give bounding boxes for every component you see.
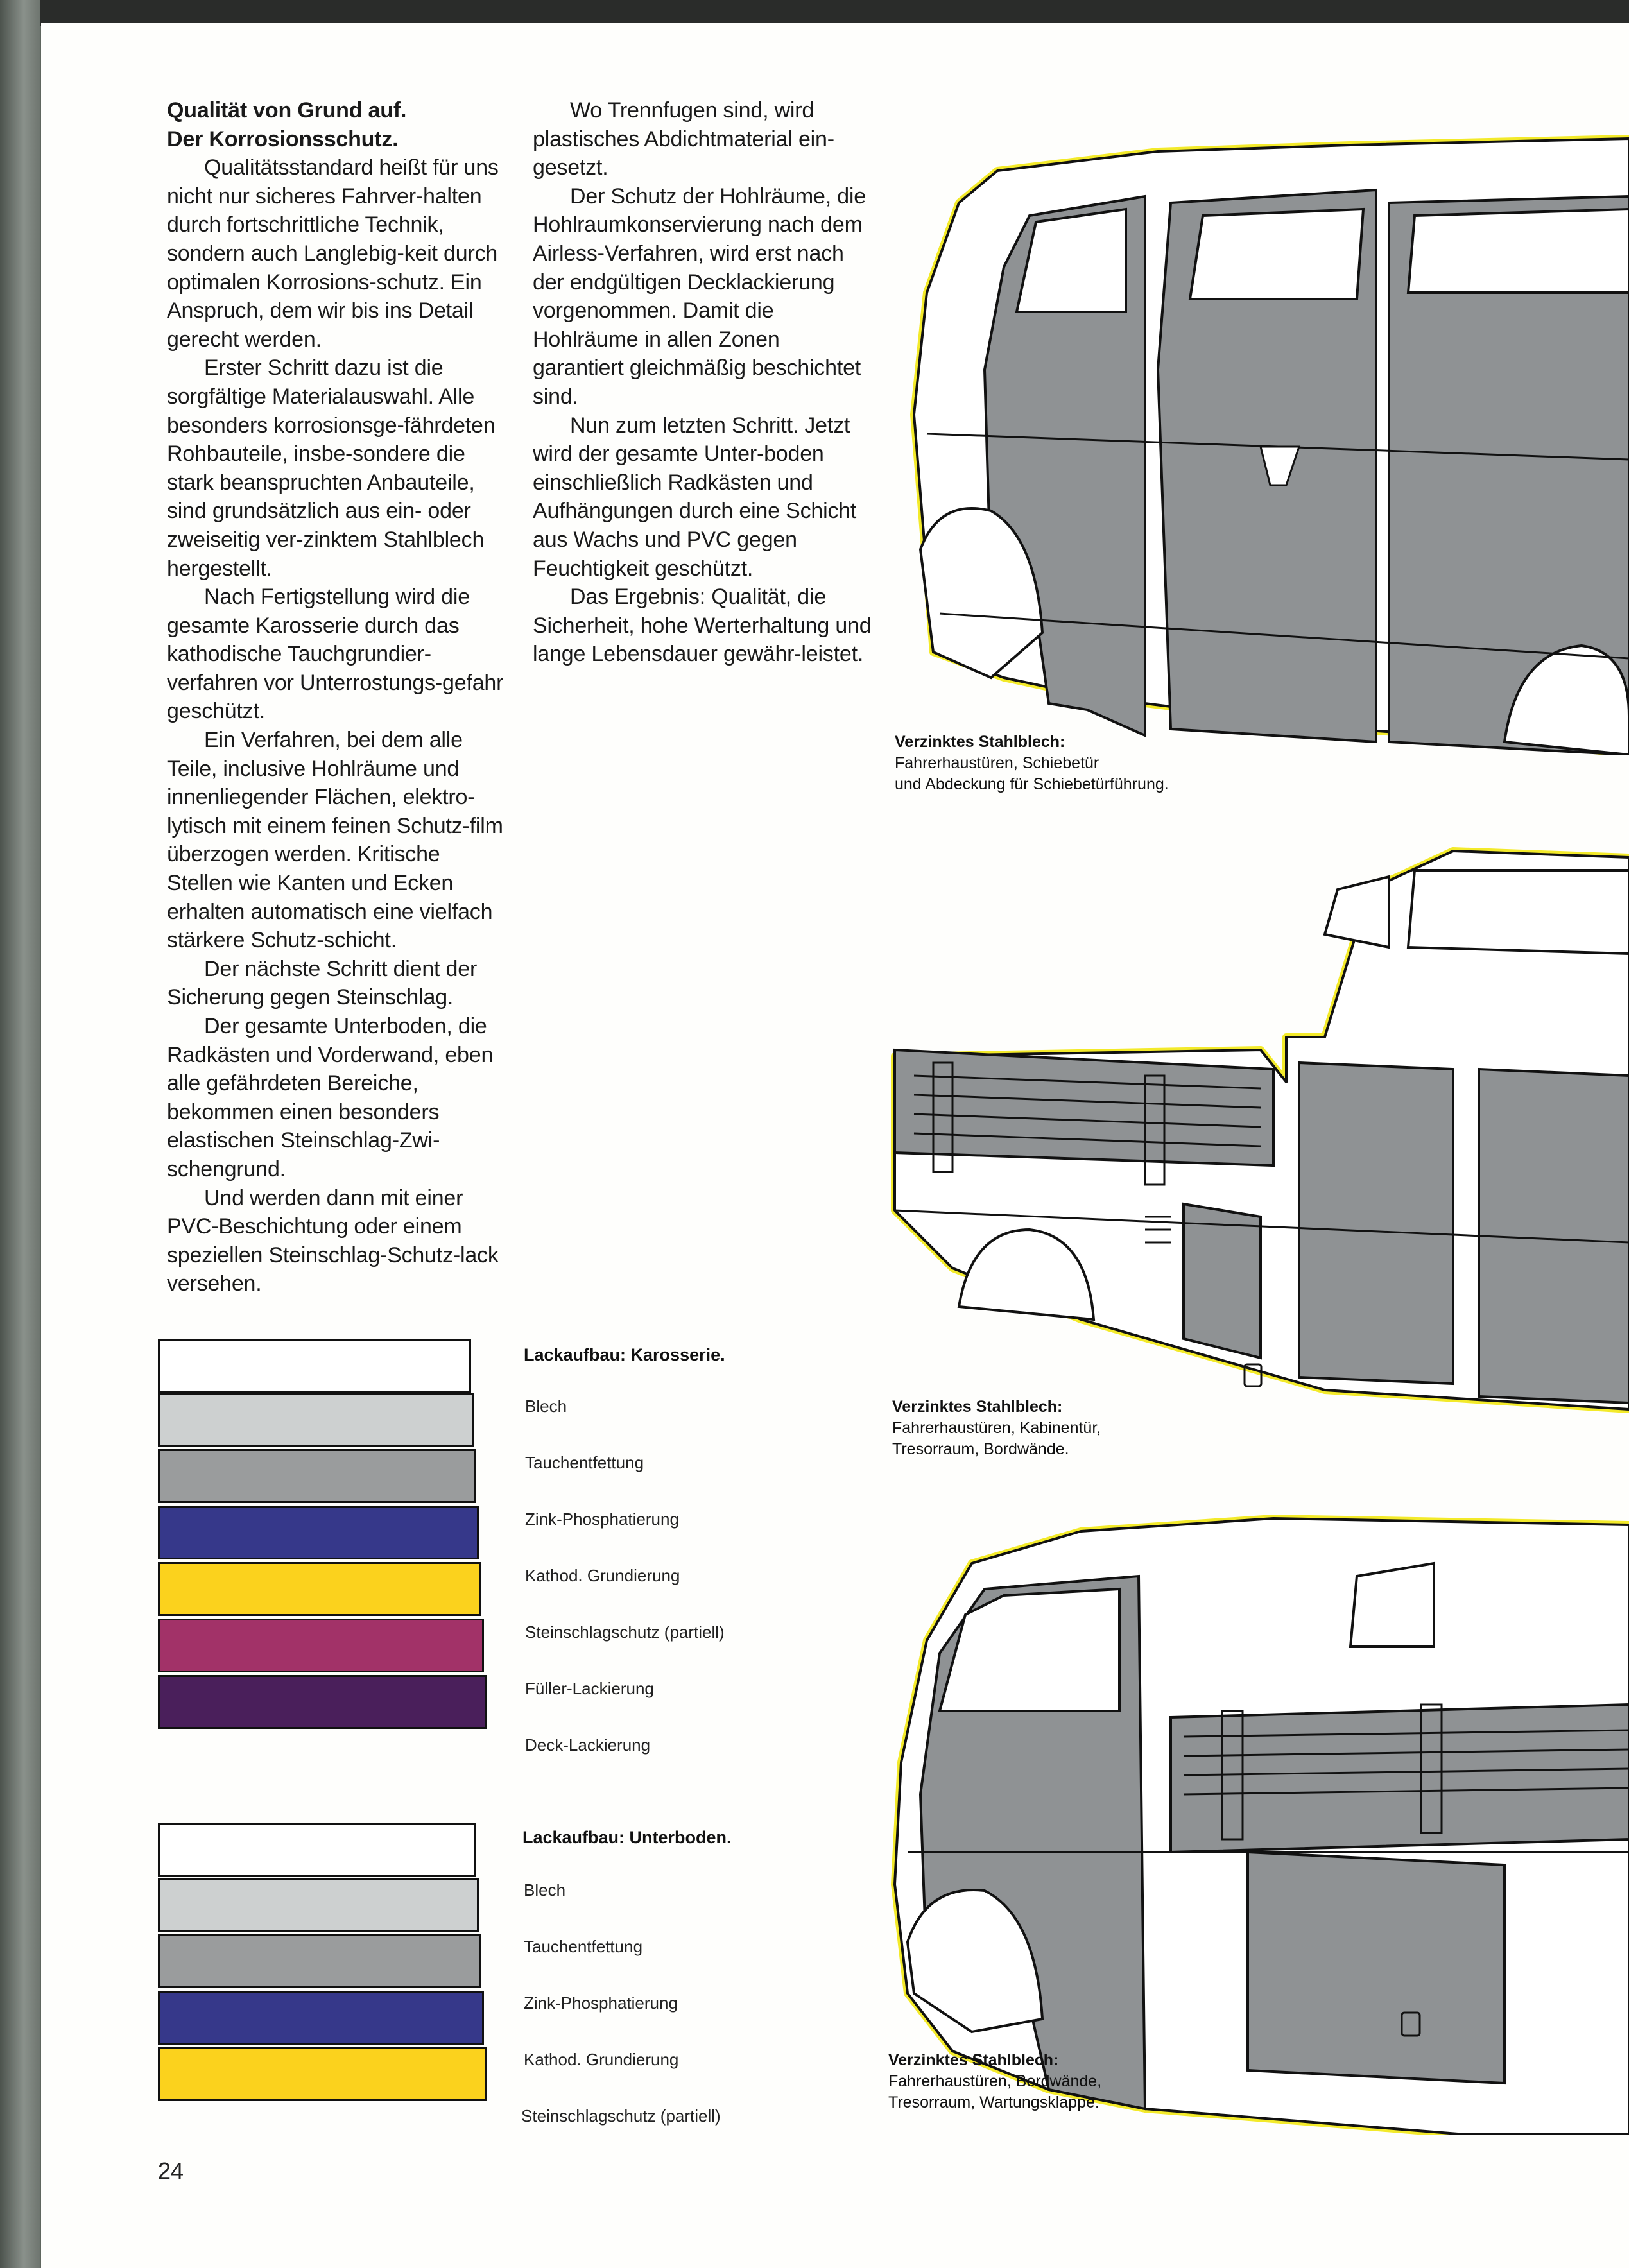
caption-line: und Abdeckung für Schiebetürführung.	[895, 775, 1169, 793]
caption-line: Fahrerhaustüren, Bordwände,	[888, 2072, 1102, 2090]
layer-label: Tauchentfettung	[525, 1453, 644, 1472]
paragraph: Und werden dann mit einer PVC-Beschichtu…	[167, 1185, 499, 1296]
layer-swatch-tauchentfettung	[158, 1393, 474, 1447]
layer-swatch-blech	[158, 1339, 471, 1393]
layer-swatch-steinschlagschutz	[158, 2047, 487, 2101]
text-column-1: Qualität von Grund auf. Der Korrosionssc…	[167, 96, 511, 1298]
paragraph: Der nächste Schritt dient der Sicherung …	[167, 956, 478, 1010]
text-column-2: Wo Trennfugen sind, wird plastisches Abd…	[533, 96, 875, 669]
layer-label: Steinschlagschutz (partiell)	[525, 1622, 725, 1642]
paragraph: Nach Fertigstellung wird die gesamte Kar…	[167, 585, 504, 724]
article-title-line1: Qualität von Grund auf.	[167, 98, 407, 123]
layer-label: Steinschlagschutz (partiell)	[521, 2106, 721, 2126]
caption-line: Fahrerhaustüren, Kabinentür,	[892, 1419, 1101, 1437]
figure-caption-3: Verzinktes Stahlblech: Fahrerhaustüren, …	[888, 2050, 1101, 2113]
layer-swatch-zink-phosphatierung	[158, 1449, 476, 1503]
layer-label: Kathod. Grundierung	[524, 2050, 679, 2069]
layer-swatch-steinschlagschutz	[158, 1562, 481, 1616]
caption-title: Verzinktes Stahlblech:	[895, 733, 1065, 751]
layer-swatch-kathod-grundierung	[158, 1991, 484, 2045]
layer-label: Zink-Phosphatierung	[524, 1993, 678, 2013]
layer-label: Kathod. Grundierung	[525, 1566, 680, 1585]
layer-swatch-blech	[158, 1823, 476, 1877]
caption-line: Tresorraum, Bordwände.	[892, 1440, 1069, 1458]
layer-swatch-deck-lackierung	[158, 1675, 487, 1729]
layer-swatch-fueller-lackierung	[158, 1619, 484, 1672]
double-cab-pickup-illustration	[891, 847, 1629, 1413]
layer-swatch-tauchentfettung	[158, 1878, 479, 1932]
paragraph: Wo Trennfugen sind, wird plastisches Abd…	[533, 98, 834, 180]
caption-line: Tresorraum, Wartungsklappe.	[888, 2093, 1099, 2111]
figure-caption-1: Verzinktes Stahlblech: Fahrerhaustüren, …	[895, 732, 1169, 795]
layer-swatch-kathod-grundierung	[158, 1506, 479, 1559]
layer-label: Tauchentfettung	[524, 1937, 643, 1956]
page-number: 24	[158, 2158, 184, 2184]
layer-label: Blech	[524, 1880, 566, 1900]
van-illustration	[910, 135, 1629, 755]
paragraph: Ein Verfahren, bei dem alle Teile, inclu…	[167, 728, 503, 953]
article-title-line2: Der Korrosionsschutz.	[167, 126, 399, 151]
paragraph: Nun zum letzten Schritt. Jetzt wird der …	[533, 413, 857, 581]
layer-label: Deck-Lackierung	[525, 1735, 651, 1755]
paragraph: Das Ergebnis: Qualität, die Sicherheit, …	[533, 585, 872, 667]
paragraph: Der Schutz der Hohlräume, die Hohlraumko…	[533, 184, 866, 409]
karosserie-heading: Lackaufbau: Karosserie.	[524, 1345, 725, 1364]
single-cab-pickup-illustration	[891, 1515, 1629, 2135]
layer-label: Blech	[525, 1396, 567, 1416]
paragraph: Erster Schritt dazu ist die sorgfältige …	[167, 356, 496, 581]
caption-line: Fahrerhaustüren, Schiebetür	[895, 754, 1099, 772]
scan-left-edge	[0, 0, 40, 2268]
paragraph: Qualitätsstandard heißt für uns nicht nu…	[167, 155, 499, 352]
scan-top-edge	[0, 0, 1629, 26]
layer-label: Zink-Phosphatierung	[525, 1509, 679, 1529]
caption-title: Verzinktes Stahlblech:	[888, 2051, 1059, 2069]
caption-title: Verzinktes Stahlblech:	[892, 1398, 1063, 1416]
layer-label: Füller-Lackierung	[525, 1679, 654, 1698]
brochure-page: Qualität von Grund auf. Der Korrosionssc…	[41, 23, 1629, 2268]
paragraph: Der gesamte Unterboden, die Radkästen un…	[167, 1014, 494, 1181]
layer-swatch-zink-phosphatierung	[158, 1934, 481, 1988]
figure-caption-2: Verzinktes Stahlblech: Fahrerhaustüren, …	[892, 1396, 1101, 1460]
unterboden-heading: Lackaufbau: Unterboden.	[522, 1828, 732, 1847]
